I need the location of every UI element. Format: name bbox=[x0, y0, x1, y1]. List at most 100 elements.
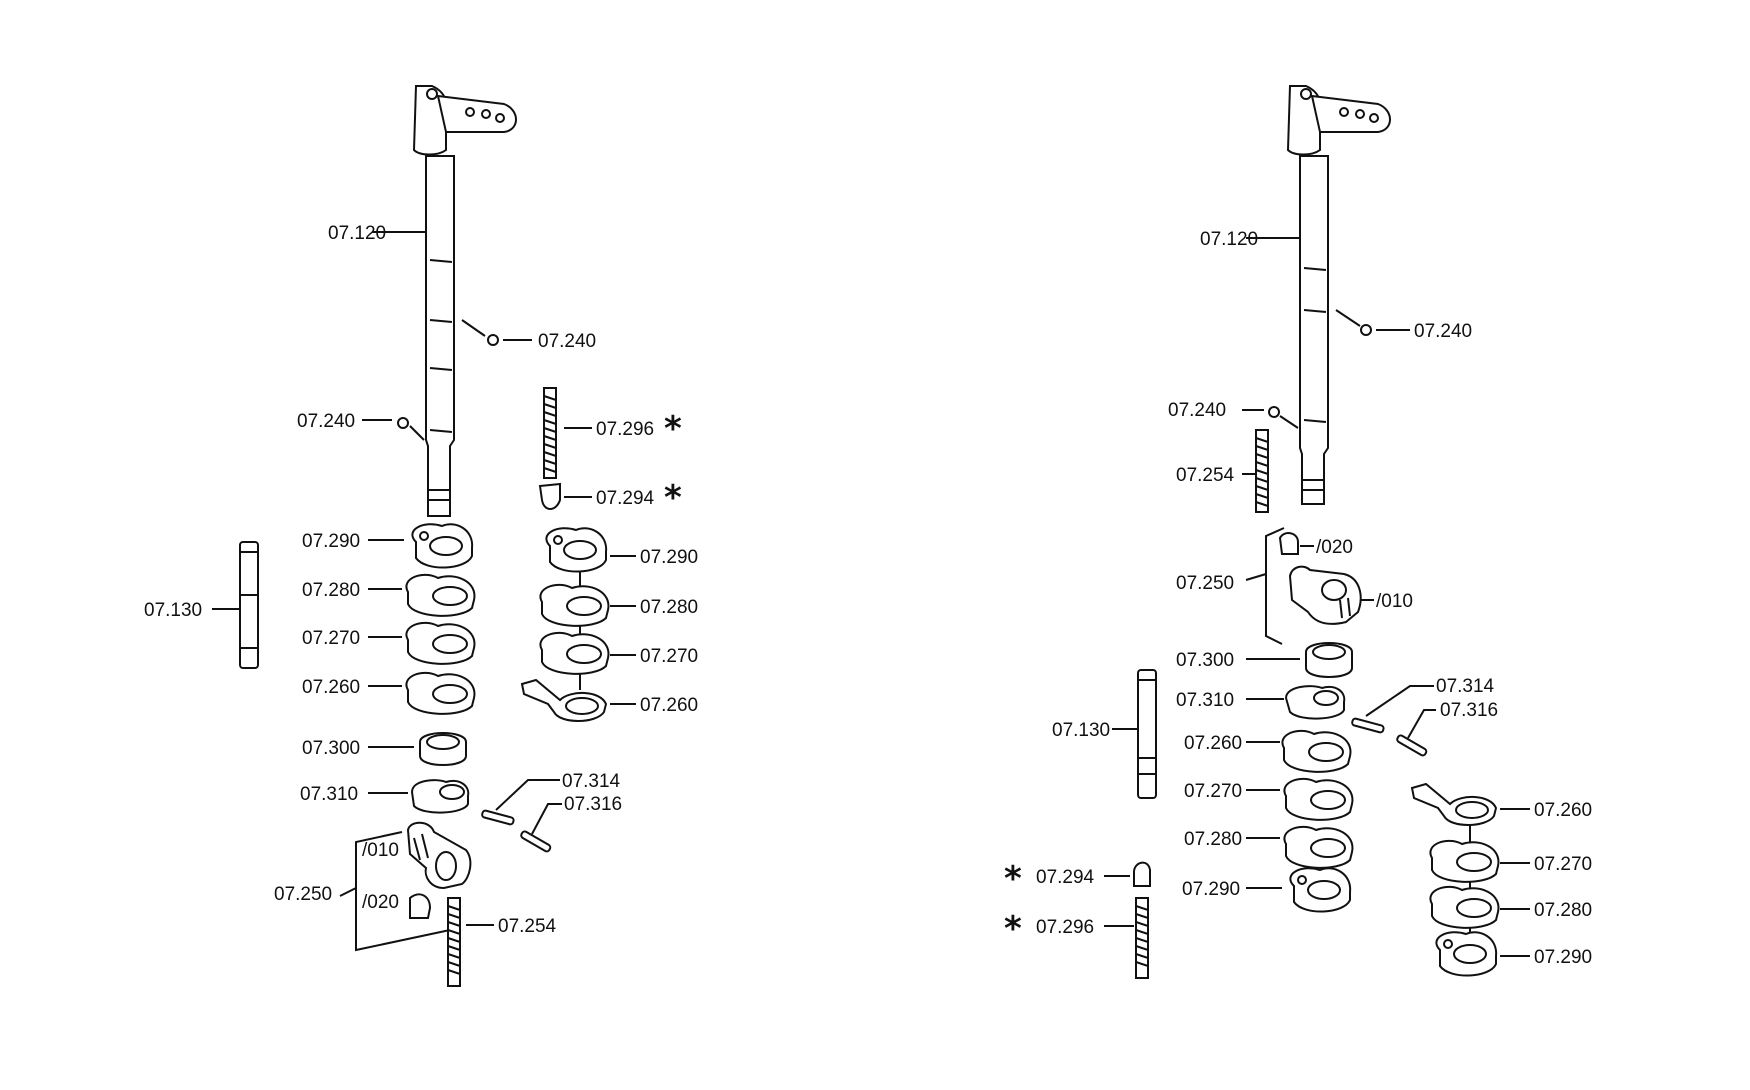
leader-roll-pin-b-r bbox=[1407, 709, 1436, 739]
label-fork-290-a: 07.290 bbox=[302, 531, 360, 552]
right-shift-fork-290-b bbox=[1435, 931, 1498, 977]
left-shift-fork-260-a bbox=[405, 671, 476, 715]
label-lever-sub-b: /020 bbox=[362, 892, 399, 913]
right-shift-fork-280-b bbox=[1429, 885, 1500, 929]
label-spring-top: 07.296 bbox=[596, 419, 654, 440]
label-collar-r: 07.310 bbox=[1176, 690, 1234, 711]
left-detent-ball-upper bbox=[487, 334, 499, 346]
right-spring-top bbox=[1255, 429, 1269, 513]
left-shift-shaft bbox=[412, 85, 517, 517]
right-detent-ball-lower bbox=[1268, 406, 1280, 418]
label-fork-270-b: 07.270 bbox=[640, 646, 698, 667]
label-spring-bottom: 07.254 bbox=[498, 916, 557, 937]
label-ball-upper: 07.240 bbox=[538, 331, 596, 352]
label-pin: 07.130 bbox=[144, 600, 202, 621]
left-pin bbox=[239, 541, 259, 669]
label-roll-pin-b: 07.316 bbox=[564, 794, 622, 815]
label-ball-lower-r: 07.240 bbox=[1168, 400, 1226, 421]
label-lever-r: 07.250 bbox=[1176, 573, 1234, 594]
label-roll-pin-a-r: 07.314 bbox=[1436, 676, 1495, 697]
right-selector-lever bbox=[1288, 565, 1362, 625]
label-ring-r: 07.300 bbox=[1176, 650, 1234, 671]
right-shift-fork-280-a bbox=[1283, 825, 1354, 869]
left-spring-bottom bbox=[447, 897, 461, 987]
label-plug-top-marker: * bbox=[664, 478, 682, 518]
label-shaft: 07.120 bbox=[328, 223, 386, 244]
left-shift-fork-270-b bbox=[539, 631, 610, 675]
left-detent-plug bbox=[538, 482, 561, 510]
left-shift-fork-280-b bbox=[539, 583, 610, 627]
left-collar bbox=[410, 779, 470, 814]
label-fork-260-a: 07.260 bbox=[302, 677, 360, 698]
leader-lever-bracket-r bbox=[1265, 527, 1285, 645]
right-assembly: 07.120 07.240 07.240 07.254 07.250 /020 … bbox=[1004, 85, 1592, 979]
left-shift-fork-290-b bbox=[545, 527, 608, 573]
leader-ball-upper-a bbox=[461, 319, 486, 337]
leader-ball-lower-r-b bbox=[1279, 415, 1299, 429]
label-lever-sub-a-r: /010 bbox=[1376, 591, 1413, 612]
leader-ball-lower-b bbox=[409, 425, 425, 441]
label-plug-top: 07.294 bbox=[596, 488, 655, 509]
label-fork-280-b: 07.280 bbox=[640, 597, 698, 618]
right-shift-fork-270-b bbox=[1429, 839, 1500, 883]
label-lever-sub-b-r: /020 bbox=[1316, 537, 1353, 558]
leader-roll-pin-b bbox=[531, 803, 562, 835]
left-detent-ball-lower bbox=[397, 417, 409, 429]
left-shift-fork-280-a bbox=[405, 573, 476, 617]
leader-lever-bracket bbox=[355, 831, 451, 952]
label-fork-280-b-r: 07.280 bbox=[1534, 900, 1592, 921]
left-roll-pin-a bbox=[481, 809, 515, 826]
right-pin bbox=[1137, 669, 1157, 799]
left-assembly: 07.120 07.240 07.240 07.296 * 07.294 * 0… bbox=[144, 85, 698, 987]
label-spring-top-r: 07.254 bbox=[1176, 465, 1235, 486]
right-detent-plug bbox=[1133, 861, 1151, 887]
leader-lever-r bbox=[1245, 573, 1267, 581]
label-fork-280-a-r: 07.280 bbox=[1184, 829, 1242, 850]
label-roll-pin-a: 07.314 bbox=[562, 771, 621, 792]
left-shift-fork-260-b bbox=[520, 678, 608, 722]
leader-roll-pin-a bbox=[495, 779, 560, 811]
right-roll-pin-a bbox=[1351, 717, 1385, 734]
label-collar: 07.310 bbox=[300, 784, 358, 805]
left-lever-insert bbox=[409, 893, 432, 919]
leader-ball-upper-r-a bbox=[1335, 309, 1361, 327]
label-fork-290-b-r: 07.290 bbox=[1534, 947, 1592, 968]
leader-roll-pin-a-r bbox=[1365, 685, 1434, 717]
label-fork-270-b-r: 07.270 bbox=[1534, 854, 1592, 875]
label-fork-270-a-r: 07.270 bbox=[1184, 781, 1242, 802]
left-spring-top bbox=[543, 387, 557, 479]
label-fork-280-a: 07.280 bbox=[302, 580, 360, 601]
label-fork-260-a-r: 07.260 bbox=[1184, 733, 1242, 754]
label-plug-bottom-r: 07.294 bbox=[1036, 867, 1095, 888]
label-fork-270-a: 07.270 bbox=[302, 628, 360, 649]
label-spring-top-marker: * bbox=[664, 409, 682, 449]
label-ball-lower: 07.240 bbox=[297, 411, 355, 432]
label-pin-r: 07.130 bbox=[1052, 720, 1110, 741]
label-fork-260-b: 07.260 bbox=[640, 695, 698, 716]
label-spring-bottom-r-marker: * bbox=[1004, 909, 1022, 949]
right-roll-pin-b bbox=[1396, 734, 1428, 757]
right-lever-insert bbox=[1278, 532, 1299, 555]
label-fork-260-b-r: 07.260 bbox=[1534, 800, 1592, 821]
left-selector-lever bbox=[406, 821, 472, 890]
label-plug-bottom-r-marker: * bbox=[1004, 859, 1022, 899]
right-shift-fork-260-a bbox=[1281, 729, 1352, 773]
right-shift-fork-270-a bbox=[1283, 777, 1354, 821]
left-roll-pin-b bbox=[520, 830, 552, 853]
label-shaft-r: 07.120 bbox=[1200, 229, 1258, 250]
label-fork-290-a-r: 07.290 bbox=[1182, 879, 1240, 900]
label-lever-sub-a: /010 bbox=[362, 840, 399, 861]
right-ring bbox=[1305, 642, 1353, 678]
label-lever: 07.250 bbox=[274, 884, 332, 905]
left-ring bbox=[419, 732, 467, 766]
right-detent-ball-upper bbox=[1360, 324, 1372, 336]
label-spring-bottom-r: 07.296 bbox=[1036, 917, 1094, 938]
label-ball-upper-r: 07.240 bbox=[1414, 321, 1472, 342]
label-roll-pin-b-r: 07.316 bbox=[1440, 700, 1498, 721]
label-fork-290-b: 07.290 bbox=[640, 547, 698, 568]
right-shift-fork-290-a bbox=[1289, 867, 1352, 913]
left-shift-fork-270-a bbox=[405, 621, 476, 665]
label-ring: 07.300 bbox=[302, 738, 360, 759]
right-shift-fork-260-b bbox=[1410, 782, 1498, 826]
